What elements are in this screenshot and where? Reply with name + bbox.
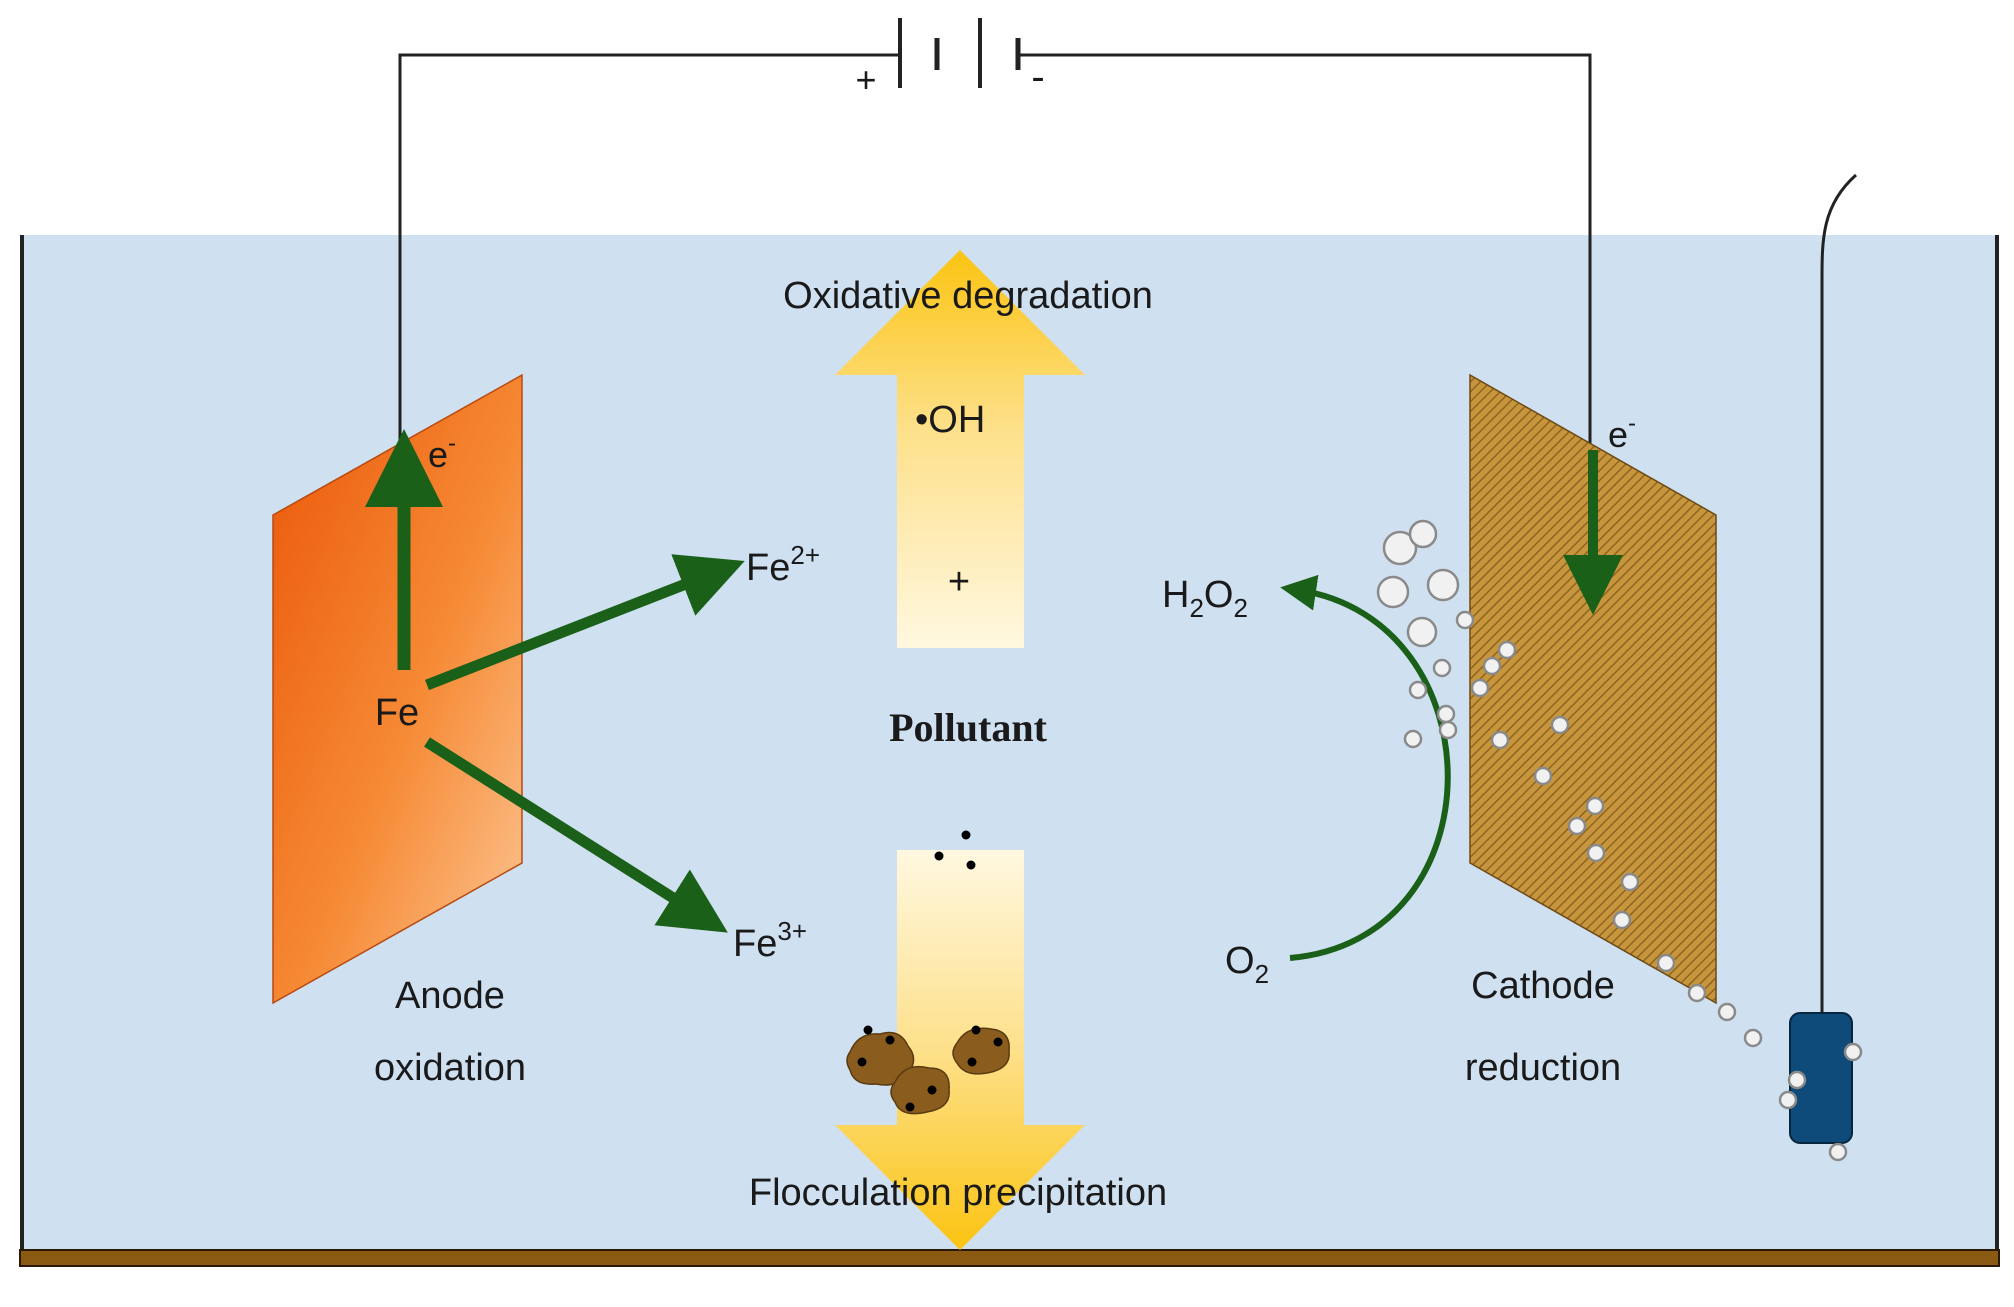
bubble (1438, 720, 1458, 740)
bubble (1382, 530, 1418, 566)
probe-bubbles (1778, 1042, 1863, 1162)
circuit-wire-left (398, 53, 900, 445)
bubble (1533, 766, 1553, 786)
aeration-tube (1820, 173, 1857, 1015)
oxidation-arrow (835, 250, 1085, 648)
oxygen-reduction-arrow (1280, 574, 1451, 961)
cathode-label-line2: reduction (1465, 1047, 1621, 1089)
pollutant-particle (966, 860, 976, 870)
bubble (1376, 575, 1410, 609)
bubble (1687, 983, 1707, 1003)
flocculation-precipitation-label: Flocculation precipitation (749, 1172, 1167, 1214)
fe2-arrow (425, 554, 745, 691)
bubble (1497, 640, 1517, 660)
fe3-arrow (424, 737, 728, 933)
anode-label-line1: Anode (395, 975, 505, 1017)
bubble (1612, 910, 1632, 930)
anode-electron-label: e- (428, 430, 456, 475)
bubble (1470, 678, 1490, 698)
bubble (1482, 656, 1502, 676)
cathode-electron-label: e- (1608, 410, 1636, 455)
hydrogen-peroxide-label: H2O2 (1162, 574, 1248, 623)
circuit-wire-right (1018, 53, 1592, 450)
floc-aggregate (890, 1065, 950, 1115)
pollutant-particles (934, 830, 976, 870)
pollutant-particle (961, 830, 971, 840)
bubble (1408, 680, 1428, 700)
bubble (1408, 519, 1438, 549)
bubble (1436, 704, 1456, 724)
tank-floor (19, 1249, 2000, 1267)
pollutant-particle (934, 851, 944, 861)
pollutant-label: Pollutant (889, 705, 1047, 750)
floc-aggregate (952, 1025, 1010, 1075)
bubble (1455, 610, 1475, 630)
bubble (1787, 1070, 1807, 1090)
bubble (1403, 729, 1423, 749)
oxidative-degradation-label: Oxidative degradation (783, 275, 1153, 317)
anode-plate (272, 373, 523, 1005)
bubble (1550, 715, 1570, 735)
bubble (1490, 730, 1510, 750)
bubble (1843, 1042, 1863, 1062)
fe3-ion-label: Fe3+ (733, 916, 807, 965)
anode-label-line2: oxidation (374, 1047, 526, 1089)
battery-positive-sign: + (855, 59, 876, 100)
bubble (1406, 616, 1438, 648)
battery-icon (898, 18, 1021, 88)
bubble (1567, 816, 1587, 836)
anode-iron-label: Fe (375, 692, 419, 734)
bubble (1585, 796, 1605, 816)
bubble (1778, 1090, 1798, 1110)
bubble (1717, 1002, 1737, 1022)
battery-negative-sign: - (1031, 55, 1044, 99)
hydroxyl-radical-label: •OH (915, 399, 985, 441)
bubble (1656, 953, 1676, 973)
bubble (1586, 843, 1606, 863)
fe2-ion-label: Fe2+ (746, 540, 820, 589)
cathode-plate (1469, 373, 1717, 1005)
floc-aggregates (846, 1025, 1010, 1115)
bubble (1620, 872, 1640, 892)
bubble (1743, 1028, 1763, 1048)
oxygen-label: O2 (1225, 940, 1269, 989)
bubble (1828, 1142, 1848, 1162)
gas-bubbles (1376, 519, 1763, 1048)
oxidation-plus-label: + (948, 561, 970, 603)
bubble (1432, 658, 1452, 678)
cathode-label-line1: Cathode (1471, 965, 1615, 1007)
bubble (1426, 568, 1460, 602)
